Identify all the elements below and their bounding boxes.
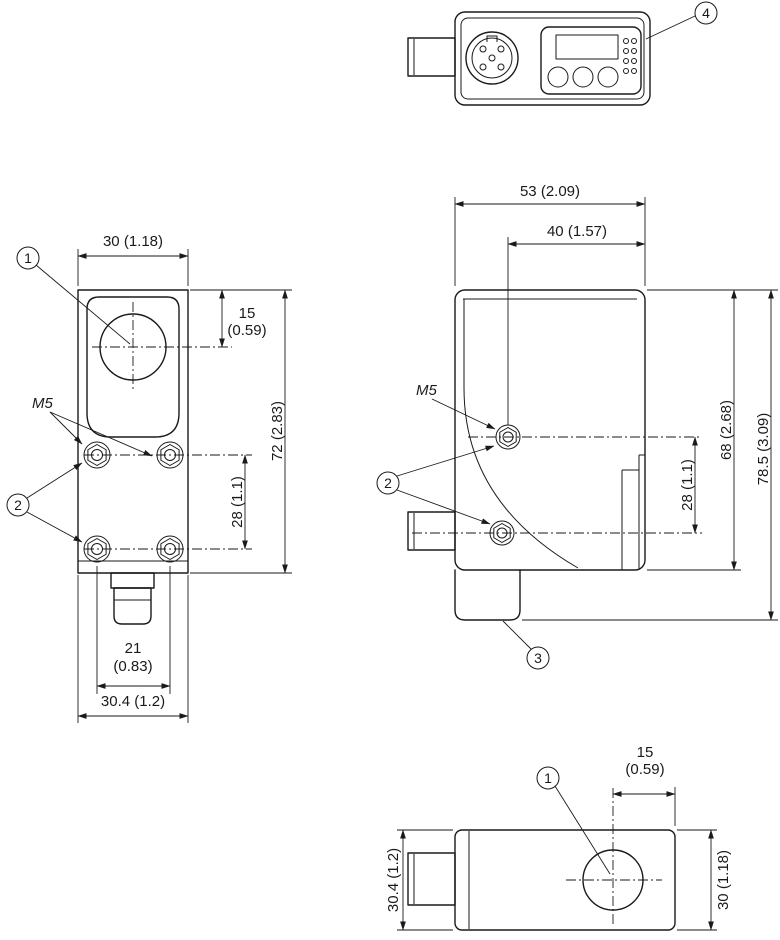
display-screen — [555, 34, 619, 60]
top-body-outline — [454, 11, 651, 106]
callout-2-leader — [26, 511, 83, 543]
connector-pin — [497, 63, 505, 71]
callout-2-leader — [396, 489, 491, 525]
side-body-height-dimension: 68 (2.68) — [718, 400, 735, 460]
panel-button — [597, 66, 619, 88]
front-thread-label: M5 — [32, 395, 53, 412]
callout-1-leader — [554, 785, 611, 875]
thread-leader — [49, 411, 153, 457]
bottom-connector-stub — [407, 852, 456, 906]
callout-1-bottom: 1 — [536, 766, 560, 790]
callout-2-number: 2 — [384, 475, 392, 491]
thread-leader — [431, 398, 496, 430]
top-view: 4 — [407, 1, 718, 106]
front-hole-pitch-value: 21 — [125, 640, 142, 657]
side-connector-stub — [407, 511, 456, 551]
front-lens-offset-value: 15 — [239, 305, 256, 322]
side-view: 53 (2.09) 40 (1.57) 68 (2.68) 78.5 (3.09… — [376, 183, 778, 670]
callout-1-leader — [35, 264, 131, 345]
callout-2-leader — [26, 462, 83, 499]
callout-4-number: 4 — [702, 5, 710, 21]
front-width-dimension: 30 (1.18) — [103, 233, 163, 250]
callout-2: 2 — [6, 493, 30, 517]
connector-pin — [479, 45, 487, 53]
front-connector-collar — [110, 572, 155, 589]
connector-key-notch — [486, 35, 498, 42]
bottom-lens-offset-inch: (0.59) — [625, 761, 664, 778]
callout-4: 4 — [694, 1, 718, 25]
callout-3-number: 3 — [534, 650, 542, 666]
front-view: 30 (1.18) 15 (0.59) 72 (2.83) 28 (1.1) 2… — [6, 233, 292, 723]
display-panel — [540, 26, 642, 95]
callout-3-leader — [502, 620, 532, 650]
thread-leader — [49, 411, 83, 445]
callout-2-leader — [396, 445, 495, 477]
front-lens-offset-inch: (0.59) — [227, 322, 266, 339]
front-hole-pitch-inch: (0.83) — [113, 658, 152, 675]
panel-button — [572, 66, 594, 88]
led-indicators — [623, 38, 637, 74]
bottom-width-dimension: 30 (1.18) — [715, 850, 732, 910]
connector-pin — [479, 63, 487, 71]
callout-1: 1 — [16, 246, 40, 270]
side-thread-label: M5 — [416, 382, 437, 399]
side-mounting-foot — [454, 569, 521, 621]
callout-3: 3 — [526, 646, 550, 670]
m12-connector-face — [465, 31, 519, 85]
front-height-dimension: 72 (2.83) — [269, 401, 286, 461]
side-hole-offset-dimension: 40 (1.57) — [547, 223, 607, 240]
side-housing-curve — [463, 299, 579, 569]
side-depth-dimension: 53 (2.09) — [520, 183, 580, 200]
callout-1-number: 1 — [24, 250, 32, 266]
connector-pin — [497, 45, 505, 53]
bottom-lens-offset-value: 15 — [637, 744, 654, 761]
side-total-height-dimension: 78.5 (3.09) — [755, 413, 772, 486]
front-connector-plug — [113, 587, 152, 625]
side-body-outline — [454, 289, 646, 571]
callout-4-leader — [645, 15, 696, 40]
front-hole-spacing-dimension: 28 (1.1) — [229, 476, 246, 528]
front-total-width-dimension: 30.4 (1.2) — [101, 693, 165, 710]
callout-2-number: 2 — [14, 497, 22, 513]
side-hole-spacing-dimension: 28 (1.1) — [679, 459, 696, 511]
top-connector-stub — [407, 37, 456, 77]
callout-1-number: 1 — [544, 770, 552, 786]
bottom-view: 15 (0.59) 30.4 (1.2) 30 (1.18) 1 — [385, 744, 732, 931]
front-lens-bezel — [86, 296, 180, 438]
bottom-height-dimension: 30.4 (1.2) — [385, 848, 402, 912]
panel-button — [547, 66, 569, 88]
connector-pin — [488, 54, 496, 62]
callout-2-side: 2 — [376, 471, 400, 495]
